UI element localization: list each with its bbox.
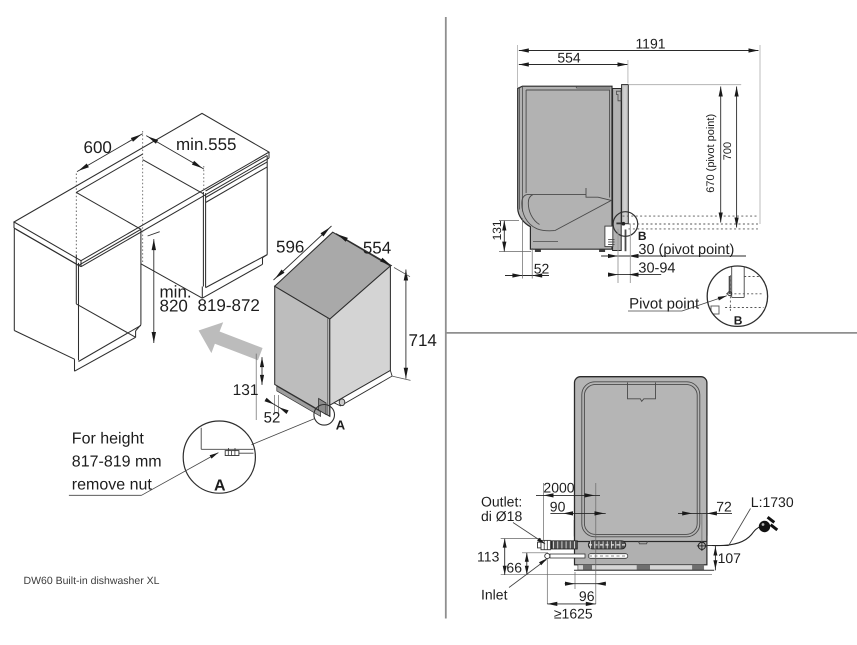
svg-text:131: 131 [233, 382, 259, 399]
svg-text:≥1625: ≥1625 [554, 606, 593, 622]
svg-text:remove nut: remove nut [72, 477, 153, 494]
svg-text:For height: For height [72, 431, 145, 448]
svg-text:596: 596 [276, 238, 304, 257]
svg-text:66: 66 [506, 560, 522, 576]
svg-text:Pivot point: Pivot point [629, 296, 700, 313]
svg-text:670 (pivot point): 670 (pivot point) [705, 114, 717, 193]
svg-text:L:1730: L:1730 [751, 494, 794, 510]
svg-text:di Ø18: di Ø18 [481, 508, 522, 524]
svg-text:min.555: min.555 [176, 135, 236, 154]
svg-text:A: A [214, 478, 226, 495]
svg-text:2000: 2000 [543, 480, 574, 496]
svg-text:30-94: 30-94 [638, 261, 675, 277]
svg-text:1191: 1191 [635, 36, 665, 52]
svg-text:131: 131 [490, 220, 504, 240]
svg-text:113: 113 [477, 549, 500, 565]
svg-text:107: 107 [718, 550, 742, 566]
svg-text:714: 714 [409, 331, 437, 350]
svg-text:554: 554 [557, 50, 581, 66]
svg-text:700: 700 [722, 142, 734, 160]
svg-text:96: 96 [579, 588, 595, 604]
svg-text:52: 52 [534, 261, 550, 277]
svg-text:Outlet:: Outlet: [481, 494, 522, 510]
svg-text:Inlet: Inlet [481, 587, 508, 603]
svg-text:B: B [734, 313, 743, 327]
svg-text:52: 52 [264, 409, 281, 426]
svg-text:819-872: 819-872 [198, 296, 260, 315]
svg-text:B: B [638, 229, 647, 243]
svg-text:817-819 mm: 817-819 mm [72, 454, 162, 471]
svg-text:90: 90 [550, 499, 566, 515]
svg-text:DW60 Built-in dishwasher XL: DW60 Built-in dishwasher XL [24, 575, 160, 587]
svg-text:554: 554 [363, 239, 391, 258]
svg-text:600: 600 [84, 138, 112, 157]
svg-text:820: 820 [160, 297, 188, 316]
svg-text:A: A [336, 418, 346, 433]
svg-text:72: 72 [716, 499, 732, 515]
svg-text:min.: min. [160, 283, 192, 302]
svg-text:30 (pivot point): 30 (pivot point) [638, 242, 734, 258]
